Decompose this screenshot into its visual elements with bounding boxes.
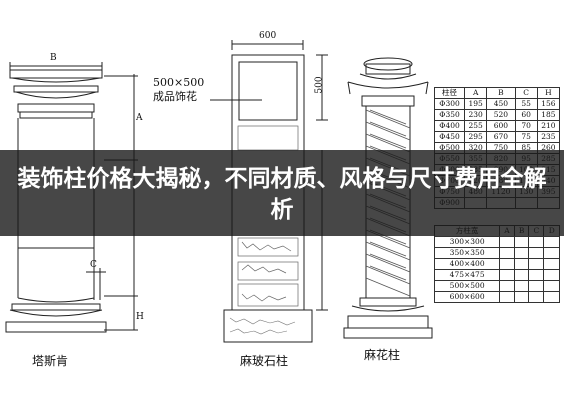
- width-dimension: 600: [259, 31, 277, 41]
- table-cell: [499, 236, 515, 248]
- table-cell: [528, 236, 545, 248]
- table-cell: [513, 258, 530, 270]
- dim-label-c: C: [90, 260, 97, 270]
- tuscan-column-caption: 塔斯肯: [32, 354, 69, 368]
- table-cell: 75: [514, 131, 538, 143]
- table-cell: 400×400: [433, 258, 501, 270]
- table-cell: [543, 269, 560, 281]
- table-cell: [528, 269, 545, 281]
- title-banner: [0, 150, 564, 236]
- table-header-cell: 柱径: [433, 87, 466, 99]
- table-cell: [528, 280, 545, 292]
- table-cell: [543, 280, 560, 292]
- table-row: 300×300: [433, 236, 560, 248]
- table-cell: 156: [536, 98, 561, 110]
- table-cell: 300×300: [433, 236, 501, 248]
- table-cell: 350×350: [433, 247, 501, 259]
- ornament-name-annotation: 成品饰花: [153, 90, 197, 103]
- table-cell: [543, 236, 560, 248]
- table-cell: 195: [464, 98, 488, 110]
- table-cell: [528, 247, 545, 259]
- table-cell: Φ450: [433, 131, 466, 143]
- table-header-cell: C: [514, 87, 538, 99]
- dim-label-b: B: [50, 53, 57, 63]
- table-cell: 600×600: [433, 291, 501, 303]
- table-cell: [528, 291, 545, 303]
- table-cell: 520: [486, 109, 516, 121]
- ornament-size-annotation: 500×500: [153, 76, 205, 89]
- table-cell: [499, 291, 515, 303]
- table-cell: 450: [486, 98, 516, 110]
- table-row: 600×600: [433, 291, 560, 303]
- table-cell: [499, 247, 515, 259]
- table-header-cell: B: [486, 87, 516, 99]
- table-cell: 235: [536, 131, 561, 143]
- table-cell: 70: [514, 120, 538, 132]
- table-cell: 500×500: [433, 280, 501, 292]
- table-cell: 230: [464, 109, 488, 121]
- table-cell: [499, 269, 515, 281]
- height-dimension: 500: [314, 76, 325, 94]
- table-row: 475×475: [433, 269, 560, 281]
- dim-label-a: A: [136, 113, 143, 123]
- table-cell: Φ300: [433, 98, 466, 110]
- table-cell: [499, 280, 515, 292]
- table-cell: 670: [486, 131, 516, 143]
- table-cell: Φ400: [433, 120, 466, 132]
- table-header-cell: H: [536, 87, 561, 99]
- table-cell: 185: [536, 109, 561, 121]
- table-cell: [543, 247, 560, 259]
- table-cell: 60: [514, 109, 538, 121]
- table-cell: [543, 291, 560, 303]
- banner-title: 装饰柱价格大揭秘，不同材质、风格与尺寸费用全解析: [17, 166, 547, 223]
- table-row: 500×500: [433, 280, 560, 292]
- table-cell: 295: [464, 131, 488, 143]
- table-cell: [513, 291, 530, 303]
- table-cell: [513, 269, 530, 281]
- table-cell: 210: [536, 120, 561, 132]
- table-cell: 475×475: [433, 269, 501, 281]
- stone-column-caption: 麻玻石柱: [240, 354, 289, 368]
- table-cell: [499, 258, 515, 270]
- table-cell: 55: [514, 98, 538, 110]
- table-cell: [528, 258, 545, 270]
- table-row: 400×400: [433, 258, 560, 270]
- table-cell: 255: [464, 120, 488, 132]
- table-header-cell: A: [464, 87, 488, 99]
- square-column-spec-table: 方柱宽ABCD300×300350×350400×400475×475500×5…: [433, 225, 560, 303]
- table-cell: Φ350: [433, 109, 466, 121]
- table-cell: [513, 247, 530, 259]
- table-cell: 600: [486, 120, 516, 132]
- table-cell: [513, 280, 530, 292]
- table-cell: [513, 236, 530, 248]
- tuscan-column-drawing: [5, 62, 138, 333]
- table-cell: [543, 258, 560, 270]
- dim-label-h: H: [136, 312, 144, 322]
- table-row: 350×350: [433, 247, 560, 259]
- twisted-column-caption: 麻花柱: [364, 348, 401, 362]
